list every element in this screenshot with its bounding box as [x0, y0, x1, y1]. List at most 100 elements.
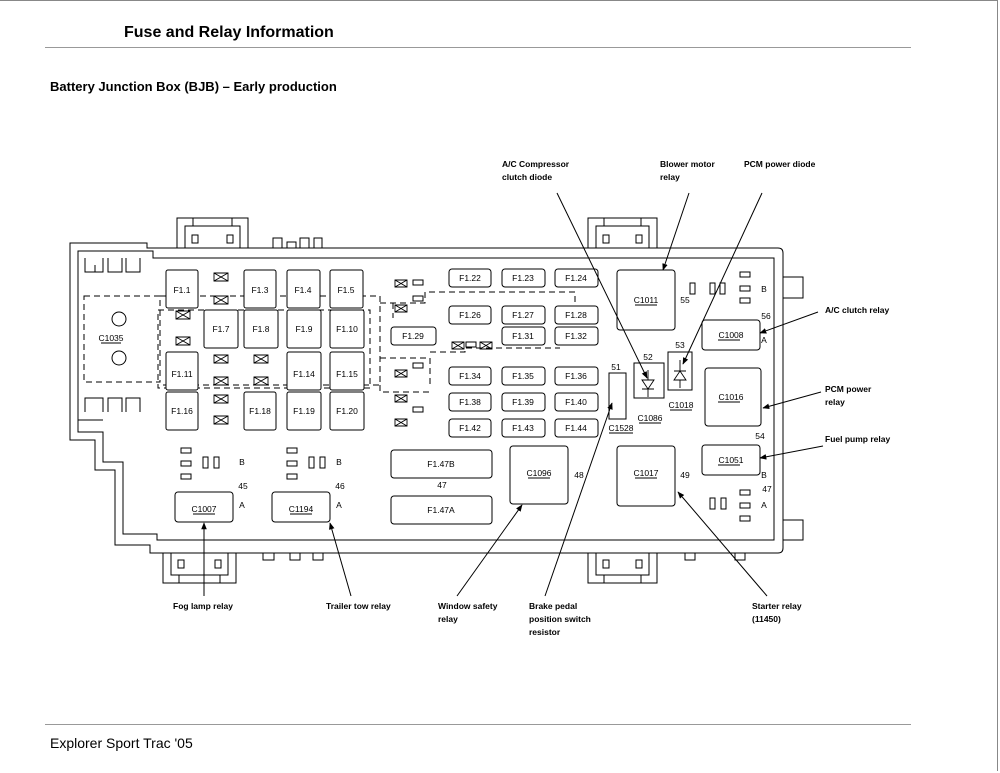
fuse-f1-43: F1.43 — [512, 423, 534, 433]
fuse-f1-44: F1.44 — [565, 423, 587, 433]
position-54: 54 — [755, 431, 765, 441]
fuse-f1-28: F1.28 — [565, 310, 587, 320]
fuse-f1-22: F1.22 — [459, 273, 481, 283]
fuse-f1-34: F1.34 — [459, 371, 481, 381]
fuse-f1-19: F1.19 — [293, 406, 315, 416]
fuse-f1-4: F1.4 — [294, 285, 311, 295]
position-47-fuse: 47 — [437, 480, 447, 490]
fuse-f1-18: F1.18 — [249, 406, 271, 416]
fuse-f1-47b: F1.47B — [427, 459, 455, 469]
mount-hole-2 — [111, 350, 127, 366]
pin-b-c1051: B — [761, 470, 767, 480]
pin-b-c1194: B — [336, 457, 342, 467]
fuse-f1-47a: F1.47A — [427, 505, 455, 515]
callout-ac-compressor-diode-line2: clutch diode — [502, 172, 552, 182]
fuse-f1-8: F1.8 — [252, 324, 269, 334]
mount-clip-bottom-left — [162, 553, 237, 584]
connector-c1096: C1096 — [526, 468, 551, 478]
callout-blower-motor-relay-line2: relay — [660, 172, 680, 182]
pin-a-c1008: A — [761, 335, 767, 345]
callout-pcm-power-relay-line1: PCM power — [825, 384, 872, 394]
callout-pcm-power-relay-line2: relay — [825, 397, 845, 407]
callout-starter-relay-line1: Starter relay — [752, 601, 802, 611]
fuse-f1-10: F1.10 — [336, 324, 358, 334]
position-55: 55 — [680, 295, 690, 305]
pin-b-c1011: B — [761, 284, 767, 294]
fuse-f1-40: F1.40 — [565, 397, 587, 407]
position-45: 45 — [238, 481, 248, 491]
connector-c1086: C1086 — [637, 413, 662, 423]
fuse-f1-16: F1.16 — [171, 406, 193, 416]
fuse-f1-35: F1.35 — [512, 371, 534, 381]
fuse-f1-32: F1.32 — [565, 331, 587, 341]
fuse-f1-15: F1.15 — [336, 369, 358, 379]
connector-c1528: C1528 — [608, 423, 633, 433]
pin-a-c1017: A — [761, 500, 767, 510]
callout-pcm-power-diode: PCM power diode — [744, 159, 816, 169]
diagram-subtitle: Battery Junction Box (BJB) – Early produ… — [50, 79, 337, 94]
fuse-f1-20: F1.20 — [336, 406, 358, 416]
connector-c1008: C1008 — [718, 330, 743, 340]
position-47-relay: 47 — [762, 484, 772, 494]
connector-c1018: C1018 — [668, 400, 693, 410]
callout-trailer-tow-relay: Trailer tow relay — [326, 601, 391, 611]
callout-brake-pedal-resistor-line3: resistor — [529, 627, 561, 637]
fuse-f1-31: F1.31 — [512, 331, 534, 341]
position-48: 48 — [574, 470, 584, 480]
position-56: 56 — [761, 311, 771, 321]
fuse-f1-1: F1.1 — [173, 285, 190, 295]
housing-outline — [69, 242, 784, 554]
position-51: 51 — [611, 362, 621, 372]
pin-a-c1007: A — [239, 500, 245, 510]
position-49: 49 — [680, 470, 690, 480]
fuse-f1-38: F1.38 — [459, 397, 481, 407]
connector-c1007: C1007 — [191, 504, 216, 514]
connector-c1194: C1194 — [289, 504, 314, 514]
footer-text: Explorer Sport Trac '05 — [50, 735, 193, 751]
callout-fog-lamp-relay: Fog lamp relay — [173, 601, 233, 611]
c1035-dashed-outline — [83, 295, 161, 383]
fuse-f1-39: F1.39 — [512, 397, 534, 407]
pin-a-c1194: A — [336, 500, 342, 510]
fuse-f1-14: F1.14 — [293, 369, 315, 379]
mount-clip-bottom-right — [587, 553, 658, 584]
connector-c1035: C1035 — [98, 333, 123, 343]
callout-fuel-pump-relay: Fuel pump relay — [825, 434, 890, 444]
fuse-f1-29: F1.29 — [402, 331, 424, 341]
fuse-f1-5: F1.5 — [337, 285, 354, 295]
fuse-f1-42: F1.42 — [459, 423, 481, 433]
fuse-f1-27: F1.27 — [512, 310, 534, 320]
fuse-f1-9: F1.9 — [295, 324, 312, 334]
fuse-f1-7: F1.7 — [212, 324, 229, 334]
page-title: Fuse and Relay Information — [124, 24, 334, 41]
connector-c1016: C1016 — [718, 392, 743, 402]
pin-b-c1007: B — [239, 457, 245, 467]
connector-c1017: C1017 — [633, 468, 658, 478]
footer-rule — [45, 724, 911, 725]
housing-inner-outline — [77, 250, 775, 541]
fuse-f1-11: F1.11 — [171, 369, 192, 379]
callout-window-safety-relay-line2: relay — [438, 614, 458, 624]
fuse-f1-3: F1.3 — [251, 285, 268, 295]
fuse-f1-26: F1.26 — [459, 310, 481, 320]
mount-hole-1 — [111, 311, 127, 327]
mount-clip-top-right — [587, 217, 658, 248]
callout-brake-pedal-resistor-line1: Brake pedal — [529, 601, 577, 611]
callout-ac-clutch-relay: A/C clutch relay — [825, 305, 890, 315]
fuse-f1-36: F1.36 — [565, 371, 587, 381]
position-52: 52 — [643, 352, 653, 362]
mount-clip-top-left — [176, 217, 249, 248]
callout-starter-relay-line2: (11450) — [752, 614, 781, 624]
callout-brake-pedal-resistor-line2: position switch — [529, 614, 591, 624]
fuse-f1-23: F1.23 — [512, 273, 534, 283]
connector-c1051: C1051 — [718, 455, 743, 465]
connector-c1011: C1011 — [634, 295, 659, 305]
header-rule — [45, 47, 911, 48]
callout-ac-compressor-diode-line1: A/C Compressor — [502, 159, 570, 169]
callout-blower-motor-relay-line1: Blower motor — [660, 159, 715, 169]
position-46: 46 — [335, 481, 345, 491]
callout-window-safety-relay-line1: Window safety — [438, 601, 498, 611]
position-53: 53 — [675, 340, 685, 350]
